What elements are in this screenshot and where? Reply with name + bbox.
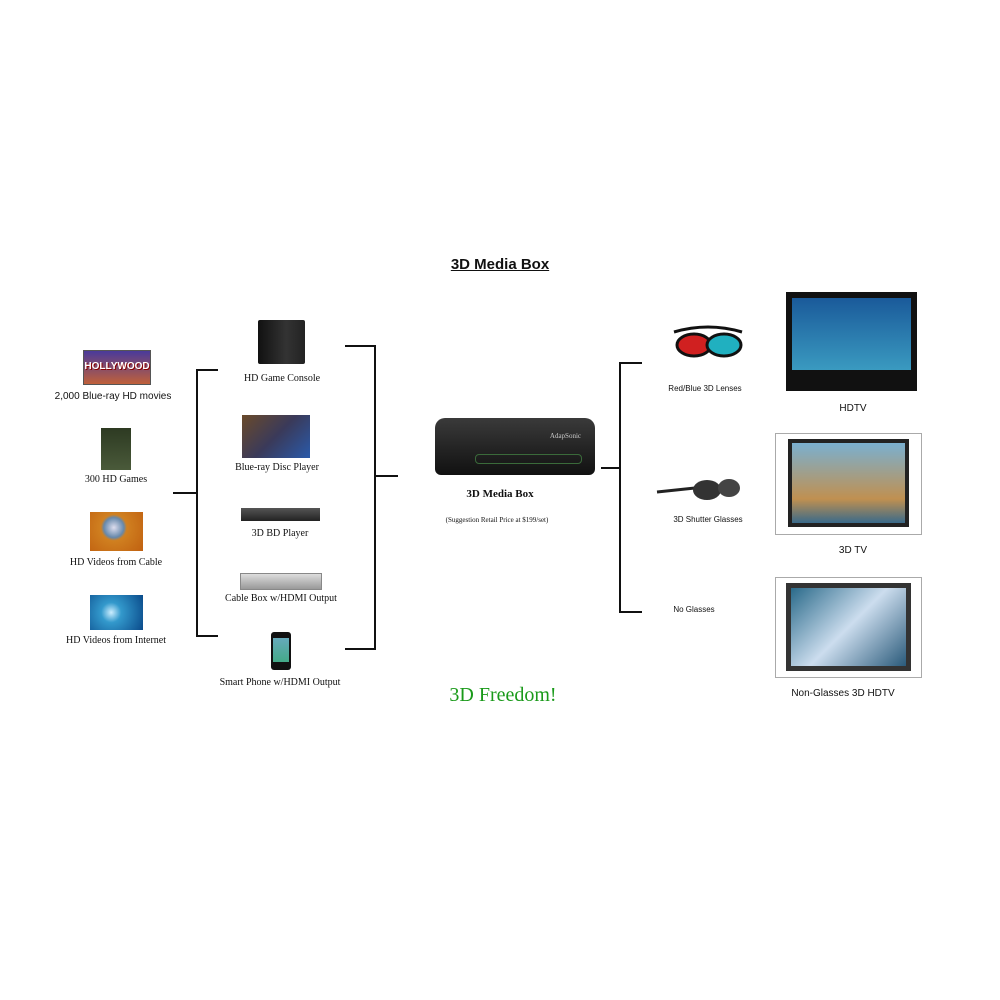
bracket-arm	[345, 648, 375, 650]
non-glasses-tv-icon	[775, 577, 922, 678]
media-box-device-icon: AdapSonic	[435, 418, 595, 475]
internet-video-icon	[90, 595, 143, 630]
connector-line	[375, 475, 398, 477]
hdtv-icon	[786, 292, 917, 391]
hollywood-logo-text: HOLLYWOOD	[84, 361, 150, 372]
source-label: HD Videos from Cable	[69, 557, 163, 568]
brand-text: AdapSonic	[549, 432, 581, 440]
bracket-arm	[196, 369, 218, 371]
source-label: HD Videos from Internet	[65, 635, 167, 646]
3d-tv-icon	[775, 433, 922, 535]
source-label: 2,000 Blue-ray HD movies	[54, 391, 172, 402]
bracket-arm	[619, 611, 642, 613]
display-label: HDTV	[839, 403, 867, 414]
bracket	[619, 362, 621, 613]
bracket-arm	[619, 362, 642, 364]
device-label: HD Game Console	[243, 373, 321, 384]
bracket	[196, 369, 198, 637]
device-label: Cable Box w/HDMI Output	[225, 593, 337, 604]
smartphone-icon	[271, 632, 291, 670]
diagram-title: 3D Media Box	[450, 256, 550, 273]
viewing-label: No Glasses	[673, 605, 715, 614]
viewing-label: 3D Shutter Glasses	[673, 515, 743, 524]
source-label: 300 HD Games	[84, 474, 148, 485]
connector-line	[601, 467, 621, 469]
display-label: Non-Glasses 3D HDTV	[791, 688, 895, 699]
center-label: 3D Media Box	[466, 488, 534, 500]
device-label: 3D BD Player	[251, 528, 309, 539]
cable-globe-icon	[90, 512, 143, 551]
hollywood-icon: HOLLYWOOD	[83, 350, 151, 385]
device-label: Smart Phone w/HDMI Output	[219, 677, 341, 688]
bracket-arm	[196, 635, 218, 637]
shutter-glasses-icon	[656, 479, 740, 500]
viewing-label: Red/Blue 3D Lenses	[668, 384, 742, 393]
price-note: (Suggestion Retail Price at $199/set)	[445, 516, 549, 524]
slogan: 3D Freedom!	[449, 684, 557, 706]
video-games-icon	[101, 428, 131, 470]
bracket	[374, 345, 376, 650]
bracket-arm	[345, 345, 375, 347]
connector-line	[173, 492, 197, 494]
bd-player-icon	[241, 508, 320, 521]
bluray-player-icon	[242, 415, 310, 458]
device-label: Blue-ray Disc Player	[235, 462, 319, 473]
game-console-icon	[258, 320, 305, 364]
anaglyph-glasses-icon	[673, 325, 743, 358]
cable-box-icon	[240, 573, 322, 590]
display-label: 3D TV	[838, 545, 868, 556]
